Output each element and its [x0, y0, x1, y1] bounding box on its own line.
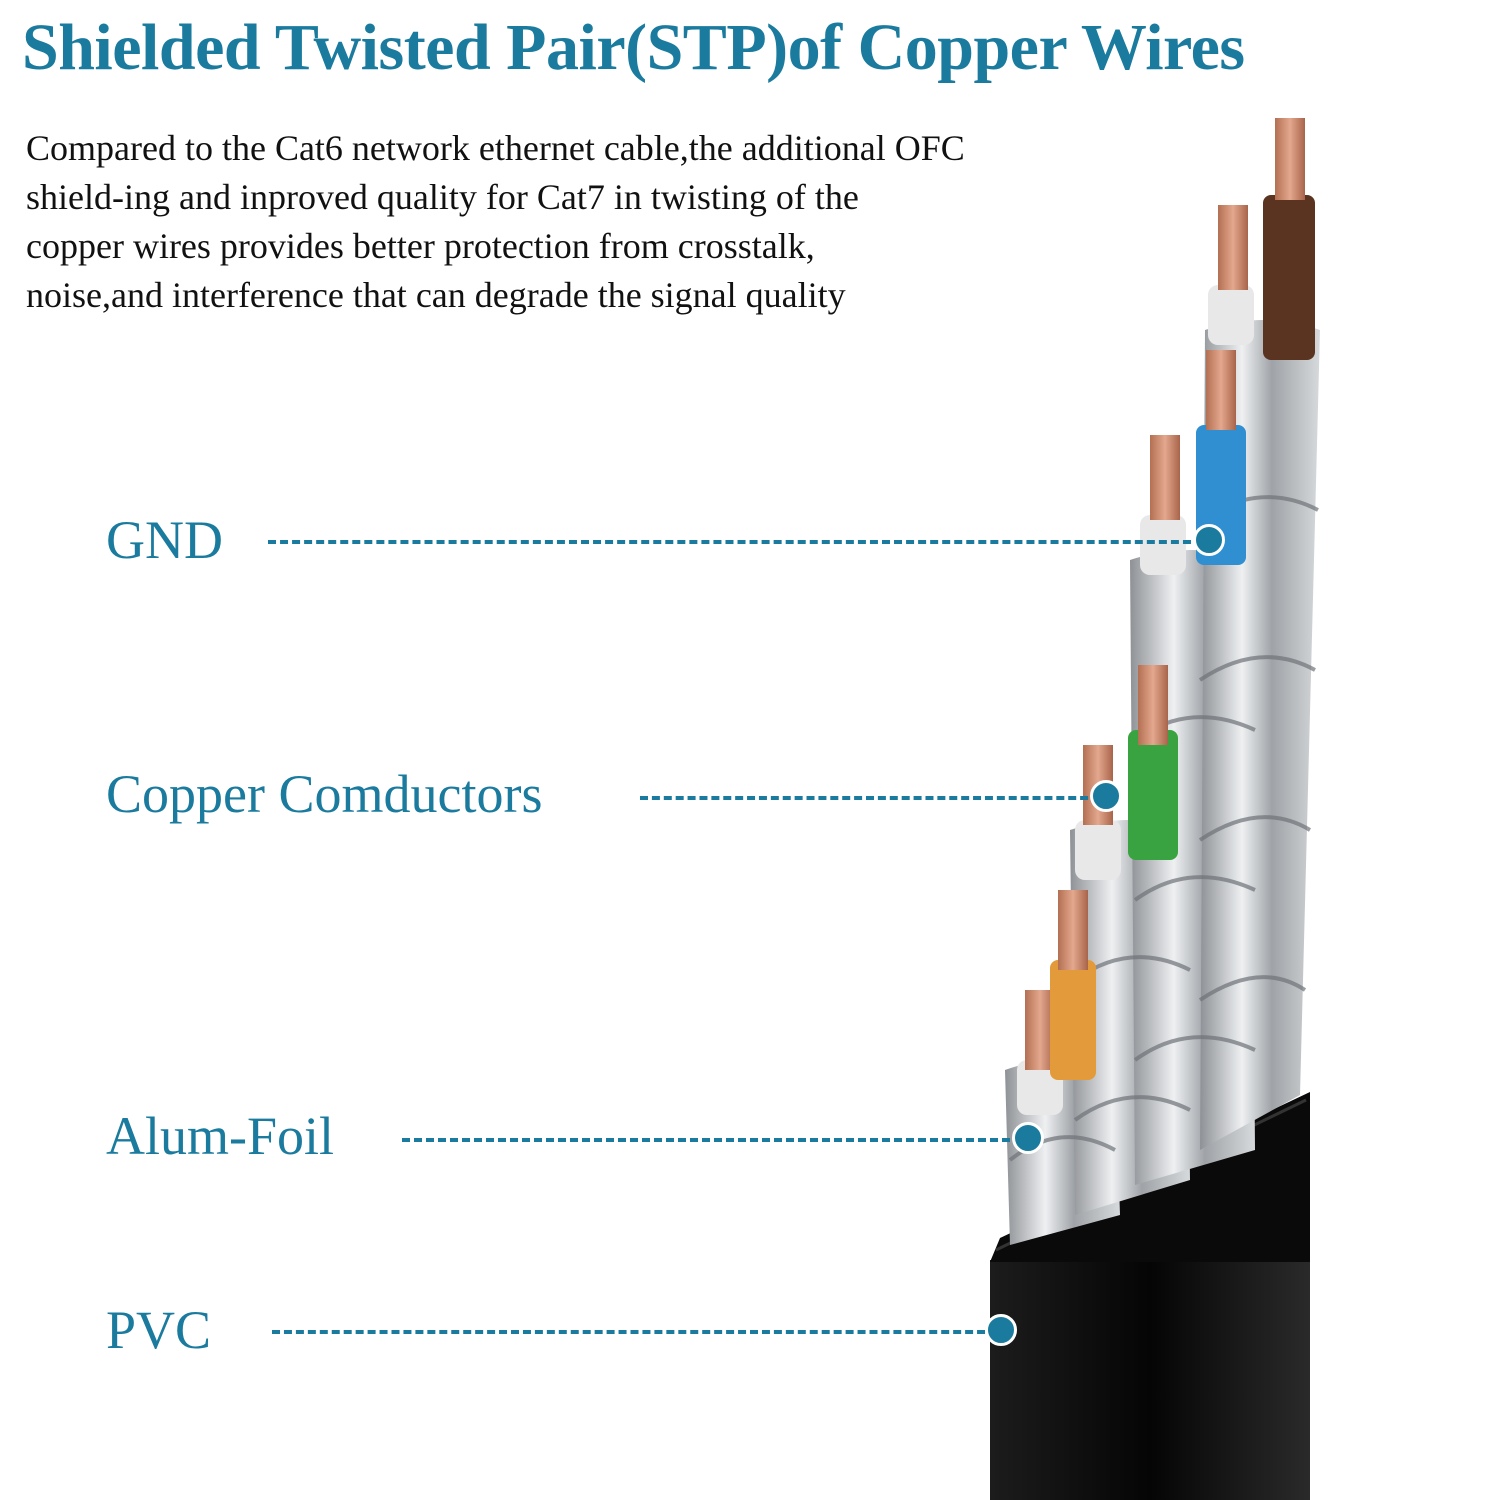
marker-alum-foil: [1012, 1122, 1044, 1154]
leader-pvc: [272, 1330, 997, 1334]
label-copper-conductors: Copper Comductors: [106, 764, 543, 824]
wire-pair-blue: [1140, 350, 1246, 575]
leader-gnd: [268, 540, 1203, 544]
leader-alum-foil: [402, 1138, 1022, 1142]
label-alum-foil: Alum-Foil: [106, 1106, 335, 1166]
marker-gnd: [1193, 524, 1225, 556]
description-line-4: noise,and interference that can degrade …: [26, 275, 846, 315]
description-line-1: Compared to the Cat6 network ethernet ca…: [26, 128, 965, 168]
wire-pair-brown: [1208, 118, 1315, 360]
label-pvc: PVC: [106, 1300, 212, 1360]
leader-copper-conductors: [640, 796, 1100, 800]
label-gnd: GND: [106, 510, 223, 570]
wire-pair-orange: [1017, 890, 1096, 1115]
description: Compared to the Cat6 network ethernet ca…: [26, 124, 1186, 320]
description-line-3: copper wires provides better protection …: [26, 226, 815, 266]
marker-copper-conductors: [1090, 780, 1122, 812]
marker-pvc: [985, 1314, 1017, 1346]
description-line-2: shield-ing and inproved quality for Cat7…: [26, 177, 859, 217]
title: Shielded Twisted Pair(STP)of Copper Wire…: [22, 11, 1245, 84]
